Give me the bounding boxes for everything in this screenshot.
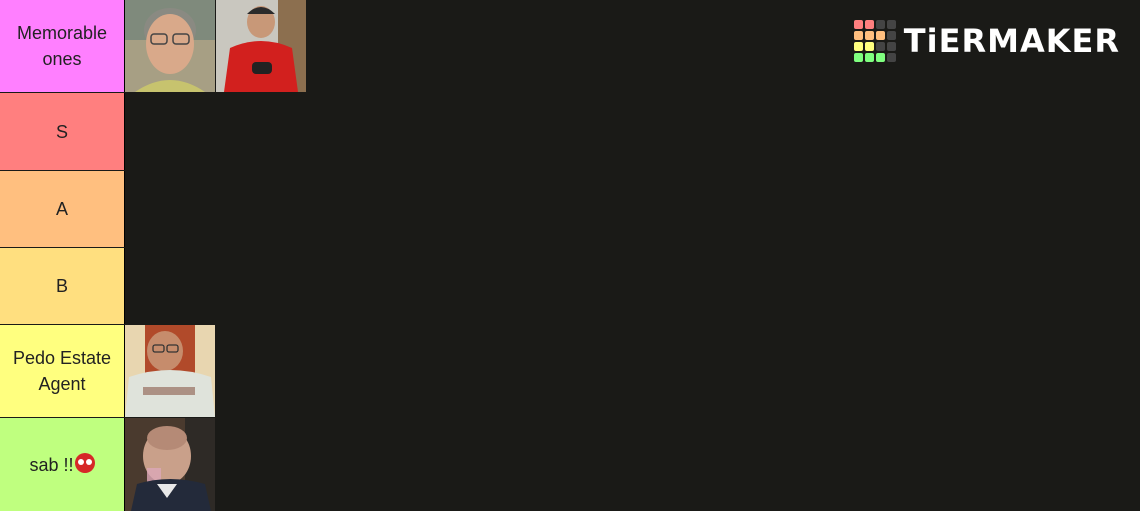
- tier-label-text: sab !!: [29, 454, 74, 475]
- man-california-shirt-photo[interactable]: [125, 325, 215, 417]
- angry-face-emoji-icon: [74, 452, 95, 473]
- tier-label-text: A: [55, 199, 68, 219]
- tier-row-b: B: [0, 248, 1140, 324]
- tier-row-memorable: Memorable ones: [0, 0, 1140, 92]
- man-glasses-photo[interactable]: [125, 0, 215, 92]
- tier-label-pedo-estate-agent[interactable]: Pedo Estate Agent: [0, 325, 124, 417]
- logo-grid-cell: [864, 53, 874, 62]
- tier-label-b[interactable]: B: [0, 248, 124, 324]
- tier-label-text: S: [55, 121, 68, 142]
- tier-items-a[interactable]: [125, 171, 1140, 247]
- logo-grid-cell: [875, 31, 885, 40]
- tier-label-text: Memorable ones: [16, 23, 108, 69]
- logo-grid-cell: [886, 20, 896, 29]
- tier-label-text: B: [55, 276, 68, 296]
- logo-grid-cell: [875, 53, 885, 62]
- logo-grid-cell: [853, 31, 863, 40]
- logo-grid-cell: [853, 53, 863, 62]
- logo-grid-cell: [864, 20, 874, 29]
- logo-grid-cell: [875, 42, 885, 51]
- logo-grid-cell: [864, 42, 874, 51]
- tier-label-a[interactable]: A: [0, 171, 124, 247]
- logo-grid-cell: [864, 31, 874, 40]
- logo-grid-cell: [886, 31, 896, 40]
- tier-label-text: Pedo Estate Agent: [12, 348, 112, 394]
- tier-items-b[interactable]: [125, 248, 1140, 324]
- bald-man-photo[interactable]: [125, 418, 215, 511]
- logo-text: TiERMAKER: [903, 22, 1120, 60]
- tier-items-pedo-estate-agent[interactable]: [125, 325, 1140, 417]
- logo-grid-cell: [886, 42, 896, 51]
- man-red-shirt-photo[interactable]: [216, 0, 306, 92]
- tier-label-memorable[interactable]: Memorable ones: [0, 0, 124, 92]
- tier-items-sab[interactable]: [125, 418, 1140, 511]
- logo-grid-cell: [853, 20, 863, 29]
- tier-row-sab: sab !!: [0, 418, 1140, 511]
- tier-row-pedo-estate-agent: Pedo Estate Agent: [0, 325, 1140, 417]
- tier-row-a: A: [0, 171, 1140, 247]
- logo-grid-cell: [886, 53, 896, 62]
- tier-items-memorable[interactable]: TiERMAKER: [125, 0, 1140, 92]
- logo-grid-cell: [875, 20, 885, 29]
- tier-row-s: S: [0, 93, 1140, 170]
- logo-grid-cell: [853, 42, 863, 51]
- tier-label-s[interactable]: S: [0, 93, 124, 170]
- tier-items-s[interactable]: [125, 93, 1140, 170]
- tiermaker-logo: TiERMAKER: [853, 20, 1120, 62]
- tier-label-sab[interactable]: sab !!: [0, 418, 124, 511]
- logo-grid-icon: [853, 20, 896, 62]
